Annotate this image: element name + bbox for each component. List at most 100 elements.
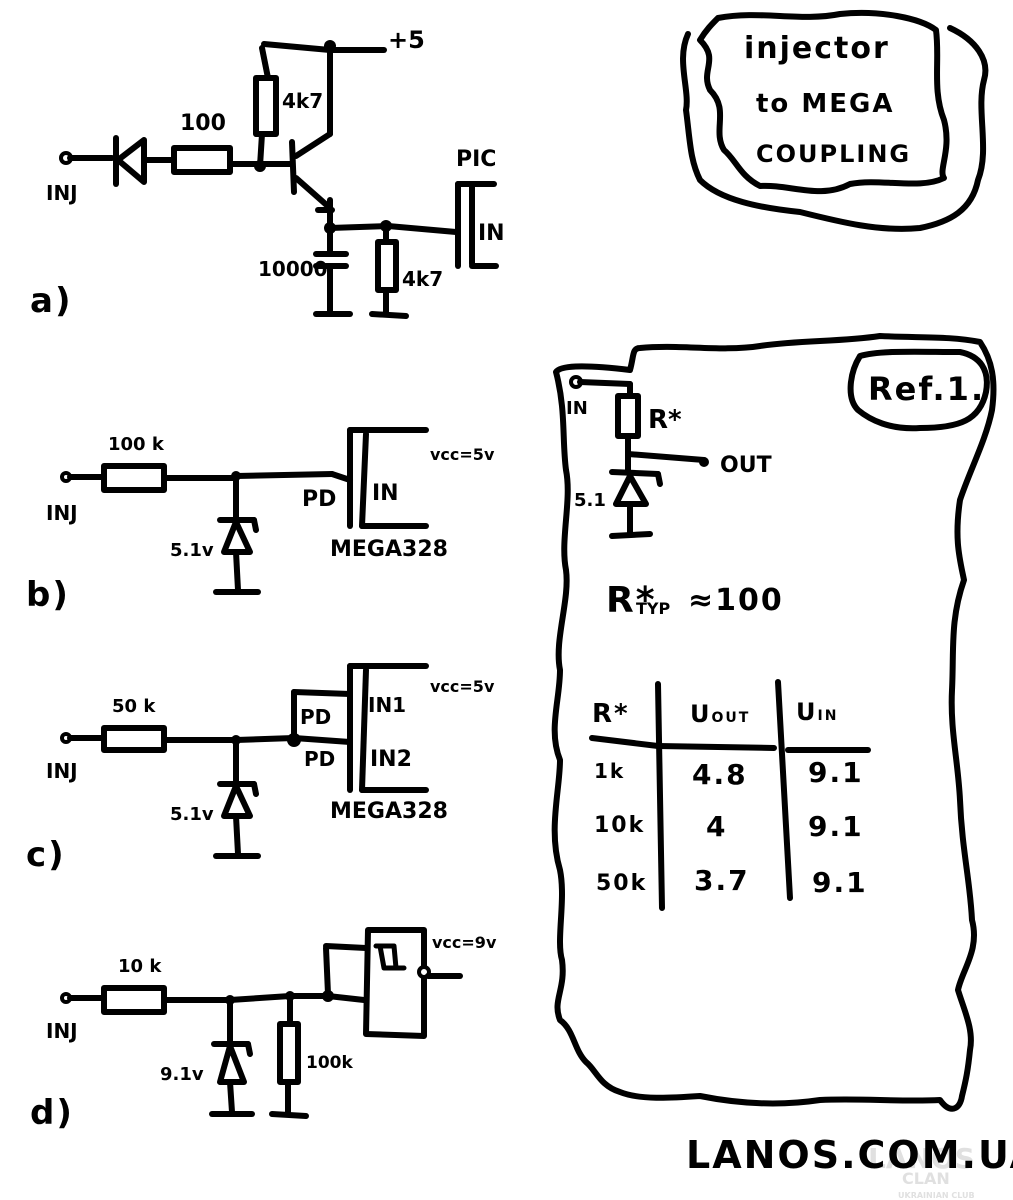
ground-icon xyxy=(369,311,409,319)
ref-in-label: IN xyxy=(566,398,588,419)
resistor-4k7-pullup-label: 4k7 xyxy=(282,89,323,113)
resistor-4k7-pulldown-label: 4k7 xyxy=(402,267,443,291)
table-cell-r: 1k xyxy=(594,759,625,783)
mega328-chip-c xyxy=(347,663,429,793)
mega-pin-label-c-1: IN1 xyxy=(368,693,406,717)
title-cloud-inner-outline xyxy=(697,9,950,195)
mega-chip-label-b: MEGA328 xyxy=(330,537,448,562)
site-url: LANOS.COM.UA xyxy=(686,1133,1013,1177)
watermark-club: UKRAINIAN CLUB xyxy=(898,1191,975,1200)
circuit-c: INJ 50 k 5.1v PD PD IN1 IN2 vcc=5v MEGA xyxy=(26,663,495,875)
table-cell-uout: 4 xyxy=(706,810,727,843)
circuit-d: INJ 10 k 9.1v 100k xyxy=(30,927,497,1133)
title-cloud: injector to MEGA COUPLING xyxy=(680,9,989,232)
mega-chip-label-c: MEGA328 xyxy=(330,799,448,824)
table-cell-uin: 9.1 xyxy=(812,866,868,899)
circuit-a-label: a) xyxy=(30,281,72,321)
pic-pin-label: IN xyxy=(478,221,505,246)
title-line-1: injector xyxy=(744,31,890,66)
zener-diode-icon xyxy=(211,1041,253,1085)
reference-table: R* UOUT UIN 1k 4.8 9.1 10k 4 9.1 50k 3.7… xyxy=(589,679,871,911)
circuit-c-label: c) xyxy=(26,835,66,875)
resistor-10k-label: 10 k xyxy=(118,956,162,977)
table-cell-r: 50k xyxy=(596,871,647,896)
resistor-50k-icon xyxy=(101,725,167,753)
circuit-d-label: d) xyxy=(30,1093,74,1133)
table-cell-uout: 4.8 xyxy=(692,758,748,791)
vcc-label-c: vcc=5v xyxy=(430,677,495,696)
watermark-clan: CLAN xyxy=(902,1169,950,1188)
reference-panel: Ref.1. IN R* OUT 5.1 R* TYP ≈100 R* xyxy=(551,333,997,1112)
inj-label-d: INJ xyxy=(46,1019,78,1043)
ref-title: Ref.1. xyxy=(868,370,985,408)
zener-diode-icon xyxy=(217,517,259,555)
r-typ-symbol: R* xyxy=(606,580,657,621)
ground-icon xyxy=(269,1111,309,1119)
diode-icon xyxy=(113,135,177,187)
resistor-100-icon xyxy=(171,145,233,175)
pd-label-c-1: PD xyxy=(300,705,331,729)
watermark: LANOS CLAN UKRAINIAN CLUB xyxy=(868,1142,975,1200)
table-col-divider-1 xyxy=(655,681,665,911)
vcc-label-d: vcc=9v xyxy=(432,933,497,952)
ref-zener-label: 5.1 xyxy=(574,490,606,511)
resistor-100k-label: 100 k xyxy=(108,434,165,455)
vcc-label-b: vcc=5v xyxy=(430,445,495,464)
ref-resistor-icon xyxy=(615,393,641,439)
mega328-chip-b xyxy=(347,427,429,529)
table-col-divider-2 xyxy=(775,679,793,901)
table-row: 50k 3.7 9.1 xyxy=(596,864,868,899)
table-cell-uin: 9.1 xyxy=(808,756,864,789)
zener-label-d: 9.1v xyxy=(160,1064,204,1085)
ref-out-label: OUT xyxy=(720,453,772,478)
ref-title-bubble xyxy=(847,348,990,432)
resistor-50k-label: 50 k xyxy=(112,696,156,717)
zener-label-b: 5.1v xyxy=(170,540,214,561)
resistor-10k-icon xyxy=(101,985,167,1015)
reference-panel-outline xyxy=(551,333,997,1112)
table-header-r: R* xyxy=(592,699,630,729)
table-cell-uout: 3.7 xyxy=(694,864,750,897)
inj-label-c: INJ xyxy=(46,759,78,783)
circuit-a: INJ 100 4k7 +5 xyxy=(30,26,505,321)
title-cloud-outer-outline xyxy=(680,25,989,232)
pic-chip xyxy=(455,181,499,269)
table-row: 1k 4.8 9.1 xyxy=(594,756,864,791)
pd-label-c-2: PD xyxy=(304,747,335,771)
zener-diode-icon xyxy=(217,781,259,819)
resistor-100k-pulldown-label: 100k xyxy=(306,1053,353,1073)
resistor-4k7-pulldown-icon xyxy=(375,239,399,293)
circuit-b-label: b) xyxy=(26,575,70,615)
pd-label-b: PD xyxy=(302,487,336,512)
table-row: 10k 4 9.1 xyxy=(594,810,864,843)
inj-label-a: INJ xyxy=(46,181,78,205)
capacitor-label: 10000 xyxy=(258,257,328,281)
pic-chip-label: PIC xyxy=(456,147,496,172)
r-typ-subscript: TYP xyxy=(636,599,671,618)
resistor-4k7-pullup-icon xyxy=(253,75,279,137)
table-header-uout: UOUT xyxy=(690,700,750,728)
zener-label-c: 5.1v xyxy=(170,804,214,825)
table-header-rule xyxy=(589,735,661,749)
ground-icon xyxy=(609,531,653,539)
resistor-100k-icon xyxy=(101,463,167,493)
resistor-100-label: 100 xyxy=(180,111,226,136)
table-cell-uin: 9.1 xyxy=(808,810,864,843)
circuit-b: INJ 100 k 5.1v PD IN vcc=5v MEGA328 b) xyxy=(26,427,495,615)
schmitt-trigger-inverter-icon xyxy=(363,927,463,1039)
zener-diode-icon xyxy=(609,469,663,507)
ref-resistor-label: R* xyxy=(648,405,682,435)
table-cell-r: 10k xyxy=(594,813,645,838)
supply-label-a: +5 xyxy=(388,26,425,54)
inj-label-b: INJ xyxy=(46,501,78,525)
npn-transistor-icon xyxy=(289,47,335,215)
table-header-uin: UIN xyxy=(796,698,838,726)
mega-pin-label-b: IN xyxy=(372,481,399,506)
watermark-lanos: LANOS xyxy=(868,1142,975,1175)
r-typ-value: ≈100 xyxy=(688,583,784,618)
mega-pin-label-c-2: IN2 xyxy=(370,747,412,772)
title-line-3: COUPLING xyxy=(756,140,911,168)
resistor-100k-pulldown-icon xyxy=(277,1021,301,1085)
title-line-2: to MEGA xyxy=(756,89,894,119)
